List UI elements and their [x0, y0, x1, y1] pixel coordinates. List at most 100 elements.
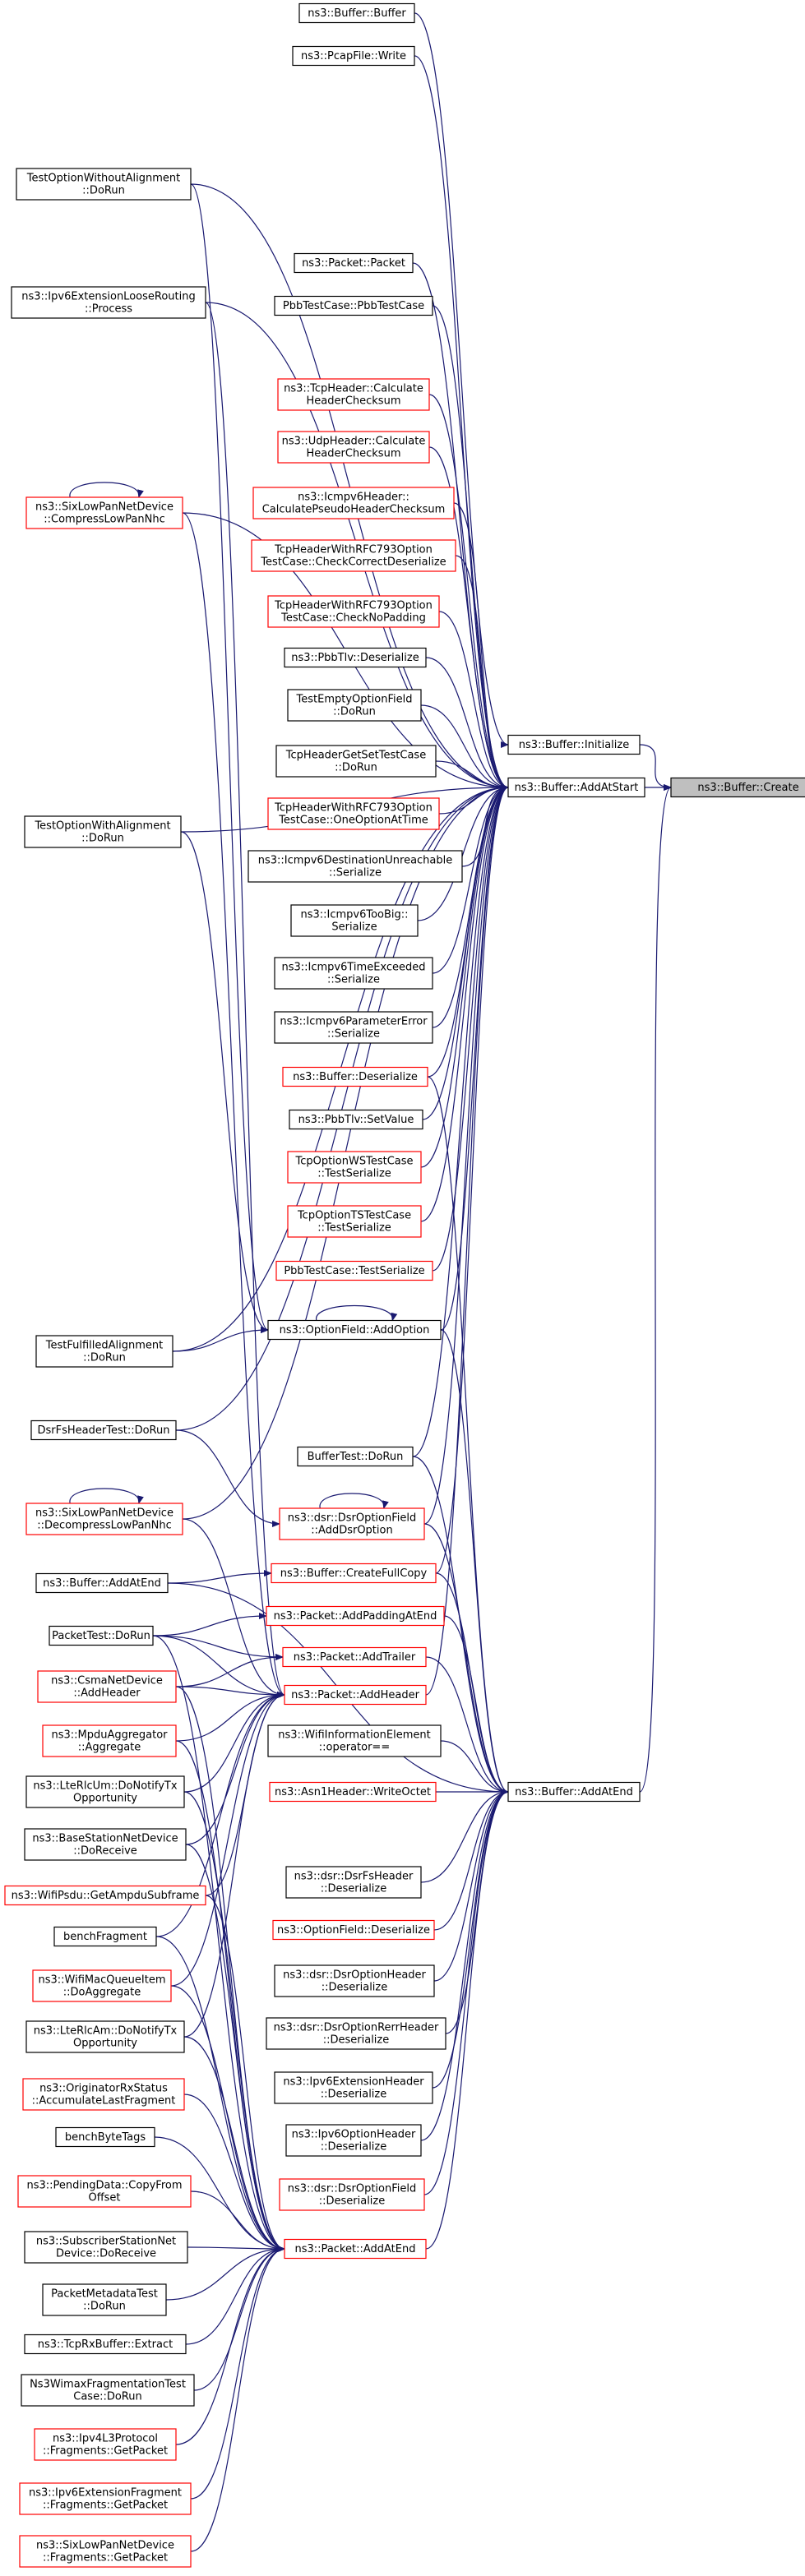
node-benchbytetags[interactable]: benchByteTags — [55, 2126, 155, 2148]
node-label: ns3::Buffer::Buffer — [308, 7, 406, 20]
node-ipv6extfrag[interactable]: ns3::Ipv6ExtensionFragment::Fragments::G… — [19, 2482, 192, 2515]
edge-sixlowcompress-to-sixlowcompress — [69, 482, 144, 498]
node-dsrfsheadertest[interactable]: DsrFsHeaderTest::DoRun — [30, 1420, 177, 1441]
node-box — [53, 1926, 157, 1947]
node-pbbtestser[interactable]: PbbTestCase::TestSerialize — [275, 1260, 433, 1281]
node-initialize[interactable]: ns3::Buffer::Initialize — [507, 734, 641, 755]
node-box — [11, 286, 206, 319]
node-label: ns3::Buffer::Create — [697, 782, 798, 794]
node-box — [49, 1625, 154, 1646]
node-label: ns3::PbbTlv::Deserialize — [291, 652, 419, 664]
node-pbbtlvsetvalue[interactable]: ns3::PbbTlv::SetValue — [289, 1109, 423, 1130]
node-label: CalculatePseudoHeaderChecksum — [262, 504, 446, 516]
node-packetaddpadding[interactable]: ns3::Packet::AddPaddingAtEnd — [266, 1605, 445, 1627]
node-basestation[interactable]: ns3::BaseStationNetDevice::DoReceive — [24, 1828, 187, 1861]
node-sixlowcompress[interactable]: ns3::SixLowPanNetDevice::CompressLowPanN… — [25, 496, 183, 529]
node-label: benchFragment — [63, 1931, 147, 1943]
node-tcprfcnopad[interactable]: TcpHeaderWithRFC793OptionTestCase::Check… — [267, 595, 440, 628]
node-packetpacket[interactable]: ns3::Packet::Packet — [294, 252, 414, 274]
node-originatorrx[interactable]: ns3::OriginatorRxStatus::AccumulateLastF… — [22, 2078, 185, 2111]
node-sixlowdecompress[interactable]: ns3::SixLowPanNetDevice::DecompressLowPa… — [25, 1503, 183, 1535]
node-packetaddatend[interactable]: ns3::Packet::AddAtEnd — [284, 2238, 427, 2260]
node-box — [25, 496, 183, 529]
node-dsroptrerrdeser[interactable]: ns3::dsr::DsrOptionRerrHeader::Deseriali… — [266, 2017, 446, 2050]
node-buffertest[interactable]: BufferTest::DoRun — [297, 1446, 414, 1467]
node-csmaaddheader[interactable]: ns3::CsmaNetDevice::AddHeader — [37, 1670, 177, 1703]
node-packettest[interactable]: PacketTest::DoRun — [49, 1625, 154, 1646]
node-label: TcpHeaderGetSetTestCase — [285, 750, 426, 762]
edge-bufferdeser-to-addatend — [427, 1076, 509, 1795]
node-packetaddtrailer[interactable]: ns3::Packet::AddTrailer — [282, 1646, 427, 1668]
edge-testoptwithoutalign-to-optfieldaddoption — [190, 183, 269, 1333]
node-tcpoptts[interactable]: TcpOptionTSTestCase::TestSerialize — [287, 1205, 422, 1238]
node-label: ::DoRun — [83, 2301, 126, 2313]
node-icmpv6dest[interactable]: ns3::Icmpv6DestinationUnreachable::Seria… — [248, 850, 463, 883]
node-tcprfcone[interactable]: TcpHeaderWithRFC793OptionTestCase::OneOp… — [267, 797, 440, 830]
node-wifipsdu[interactable]: ns3::WifiPsdu::GetAmpduSubframe — [4, 1885, 206, 1906]
node-icmpv6calc[interactable]: ns3::Icmpv6Header::CalculatePseudoHeader… — [252, 487, 455, 519]
node-box — [16, 168, 192, 201]
node-label: TcpHeaderWithRFC793Option — [274, 802, 433, 815]
node-ipv6extloose[interactable]: ns3::Ipv6ExtensionLooseRouting::Process — [11, 286, 206, 319]
node-box — [274, 1011, 433, 1044]
node-mpduaggregate[interactable]: ns3::MpduAggregator::Aggregate — [42, 1724, 177, 1757]
node-pbbtlvdeser[interactable]: ns3::PbbTlv::Deserialize — [284, 647, 427, 668]
node-tcpoptws[interactable]: TcpOptionWSTestCase::TestSerialize — [287, 1151, 422, 1184]
node-packetmetadata[interactable]: PacketMetadataTest::DoRun — [42, 2283, 167, 2316]
node-dsroptfielddeser[interactable]: ns3::dsr::DsrOptionField::Deserialize — [279, 2178, 425, 2211]
node-testoptwithalign[interactable]: TestOptionWithAlignment::DoRun — [24, 815, 182, 848]
node-optfielddeser[interactable]: ns3::OptionField::Deserialize — [272, 1919, 435, 1941]
node-tcprfccorrect[interactable]: TcpHeaderWithRFC793OptionTestCase::Check… — [251, 539, 456, 572]
node-bufferbuffer[interactable]: ns3::Buffer::Buffer — [298, 2, 415, 24]
node-testoptwithoutalign[interactable]: TestOptionWithoutAlignment::DoRun — [16, 168, 192, 201]
node-layer: ns3::Buffer::Create ns3::Buffer::Initiali… — [4, 2, 805, 2568]
edge-originatorrx-to-packetaddatend — [183, 2094, 285, 2252]
node-pbbtestcase[interactable]: PbbTestCase::PbbTestCase — [274, 295, 433, 316]
edge-basestation-to-packetaddheader — [185, 1692, 285, 1845]
node-label: ::Aggregate — [78, 1742, 141, 1754]
node-ipv6optheaderdeser[interactable]: ns3::Ipv6OptionHeader::Deserialize — [285, 2124, 422, 2157]
node-label: ns3::Icmpv6DestinationUnreachable — [258, 855, 453, 867]
node-bufferdeser[interactable]: ns3::Buffer::Deserialize — [282, 1066, 428, 1087]
node-icmpv6time[interactable]: ns3::Icmpv6TimeExceeded::Serialize — [274, 957, 433, 990]
node-tcpgetset[interactable]: TcpHeaderGetSetTestCase::DoRun — [275, 745, 437, 778]
node-label: ns3::Buffer::AddAtEnd — [515, 1786, 633, 1798]
node-create[interactable]: ns3::Buffer::Create — [670, 777, 805, 798]
node-asn1write[interactable]: ns3::Asn1Header::WriteOctet — [269, 1781, 437, 1803]
edge-bufferbuffer-to-initialize — [414, 12, 509, 748]
node-box — [37, 1670, 177, 1703]
node-dsradddsroption[interactable]: ns3::dsr::DsrOptionField::AddDsrOption — [279, 1507, 425, 1540]
node-subscriber[interactable]: ns3::SubscriberStationNetDevice::DoRecei… — [24, 2231, 188, 2264]
node-testfulfilled[interactable]: TestFulfilledAlignment::DoRun — [35, 1335, 173, 1368]
edge-dsroptfielddeser-to-addatend — [423, 1789, 509, 2195]
node-dsrfsdeser[interactable]: ns3::dsr::DsrFsHeader::Deserialize — [285, 1866, 422, 1899]
node-icmpv6param[interactable]: ns3::Icmpv6ParameterError::Serialize — [274, 1011, 433, 1044]
node-testemptyopt[interactable]: TestEmptyOptionField::DoRun — [287, 689, 422, 722]
node-ipv6extheaderdeser[interactable]: ns3::Ipv6ExtensionHeader::Deserialize — [274, 2071, 433, 2104]
node-dsroptheaderdeser[interactable]: ns3::dsr::DsrOptionHeader::Deserialize — [274, 1964, 435, 1997]
node-wifiinfoop[interactable]: ns3::WifiInformationElement::operator== — [267, 1724, 442, 1757]
node-addatend[interactable]: ns3::Buffer::AddAtEnd — [507, 1781, 641, 1803]
node-optfieldaddoption[interactable]: ns3::OptionField::AddOption — [267, 1319, 442, 1341]
node-sixlowfrag[interactable]: ns3::SixLowPanNetDevice::Fragments::GetP… — [19, 2535, 192, 2568]
edge-packetaddheader-to-addatstart — [425, 784, 509, 1696]
node-packetaddheader[interactable]: ns3::Packet::AddHeader — [284, 1684, 427, 1706]
node-label: ::Fragments::GetPacket — [43, 2500, 168, 2512]
edge-testoptwithoutalign-to-addatstart — [190, 183, 509, 791]
node-wifimacqueue[interactable]: ns3::WifiMacQueueItem::DoAggregate — [32, 1969, 172, 2002]
node-buffercreatefull[interactable]: ns3::Buffer::CreateFullCopy — [271, 1563, 437, 1584]
node-box — [35, 1572, 169, 1594]
node-benchfragment[interactable]: benchFragment — [53, 1926, 157, 1947]
node-tcprxbuffer[interactable]: ns3::TcpRxBuffer::Extract — [24, 2334, 187, 2355]
node-ipv4l3frag[interactable]: ns3::Ipv4L3Protocol::Fragments::GetPacke… — [34, 2428, 177, 2461]
node-bufferaddatend[interactable]: ns3::Buffer::AddAtEnd — [35, 1572, 169, 1594]
node-addatstart[interactable]: ns3::Buffer::AddAtStart — [507, 777, 645, 798]
node-icmpv6toobig[interactable]: ns3::Icmpv6TooBig::Serialize — [290, 904, 419, 937]
node-pcapwrite[interactable]: ns3::PcapFile::Write — [292, 45, 415, 67]
